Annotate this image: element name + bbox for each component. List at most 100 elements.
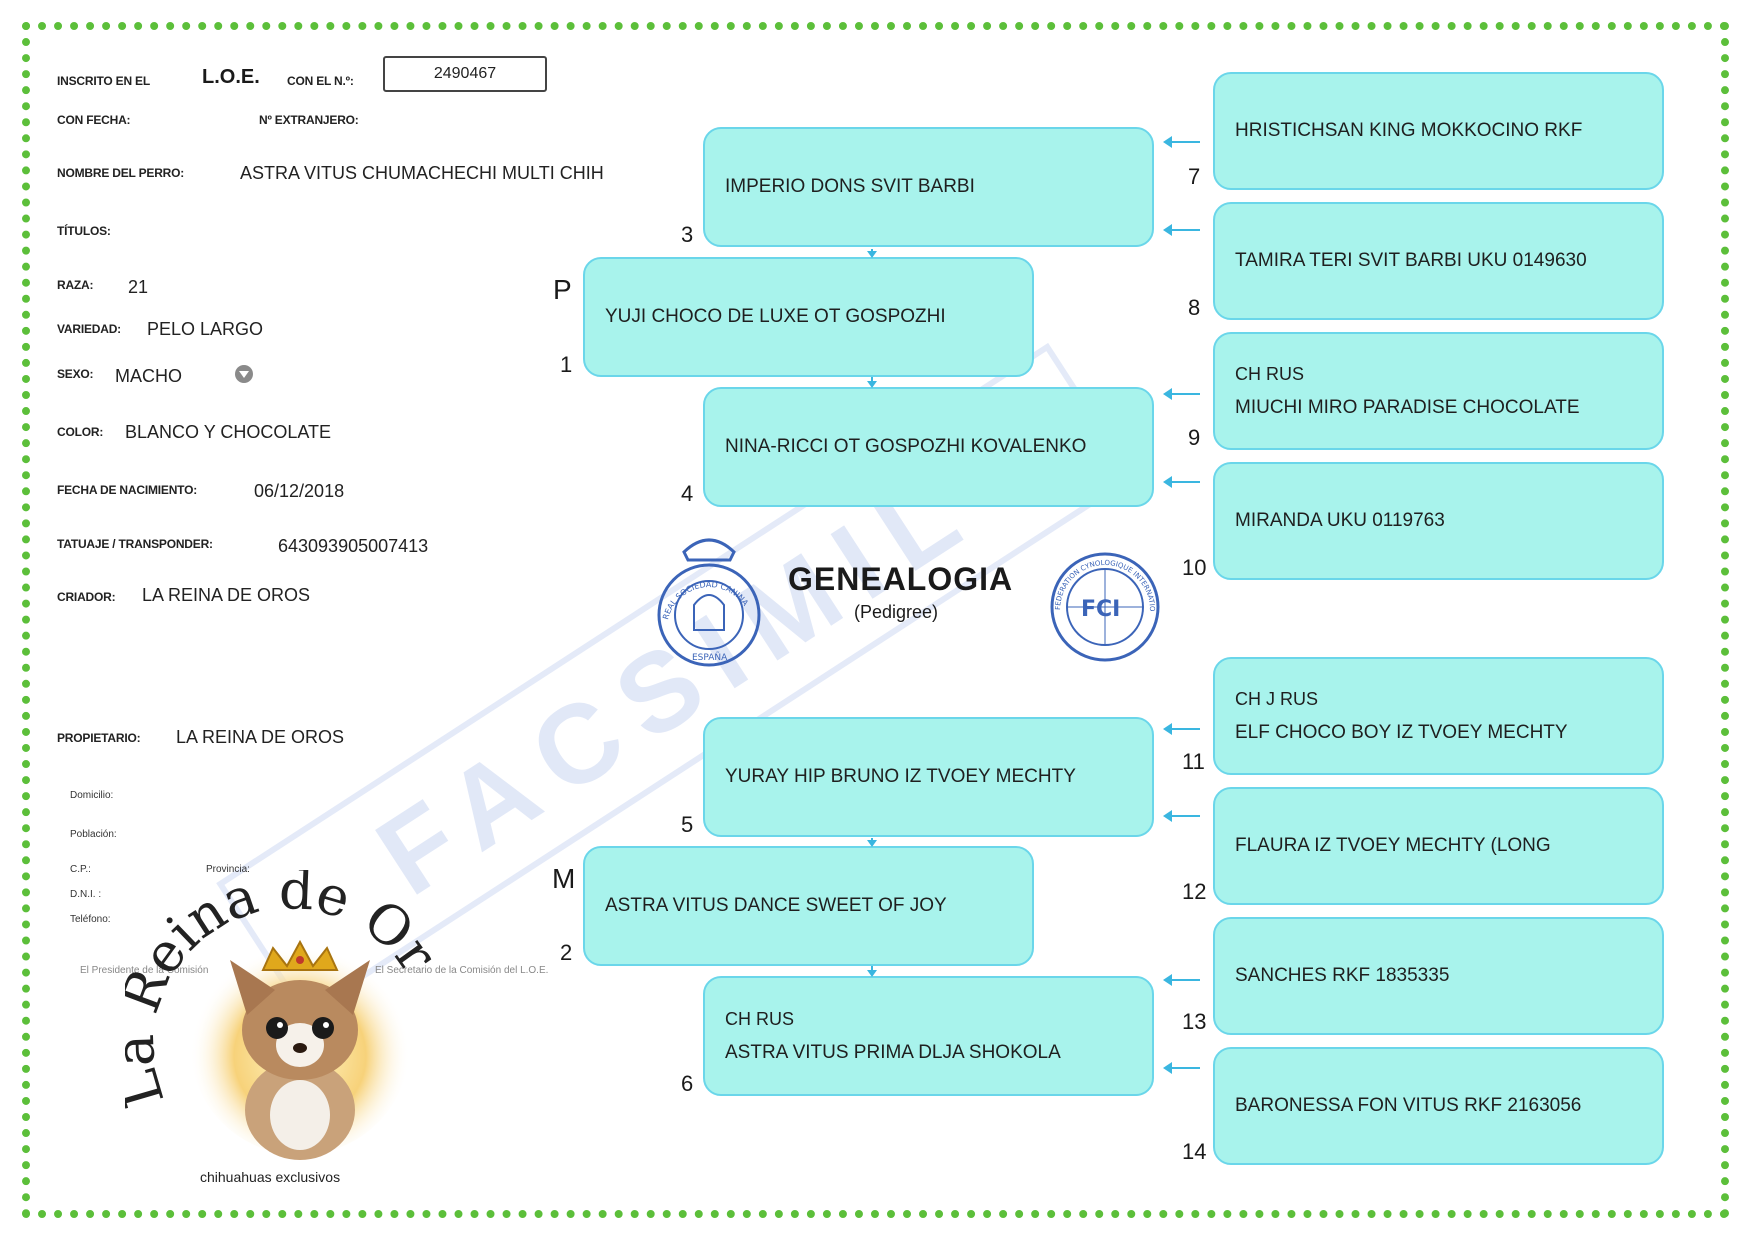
criador-label: CRIADOR: [57,590,116,604]
pedigree-name-9: MIUCHI MIRO PARADISE CHOCOLATE [1235,396,1580,418]
pedigree-name-3: IMPERIO DONS SVIT BARBI [725,176,975,197]
propietario-label: PROPIETARIO: [57,731,141,745]
con-fecha-label: CON FECHA: [57,113,131,127]
connector-5-2 [867,838,877,847]
pedigree-number-10: 10 [1182,555,1207,580]
color-value: BLANCO Y CHOCOLATE [125,422,332,442]
extranjero-label: Nº EXTRANJERO: [259,113,359,127]
pedigree-number-8: 8 [1188,295,1201,320]
dni-label: D.N.I. : [70,889,102,900]
pedigree-box-11: CH J RUS ELF CHOCO BOY IZ TVOEY MECHTY [1213,657,1664,775]
pedigree-name-10: MIRANDA UKU 0119763 [1235,510,1445,531]
con-el-label: CON EL N.º: [287,74,354,88]
genealogia-subtitle: (Pedigree) [854,602,939,622]
titulos-label: TÍTULOS: [57,224,111,238]
pedigree-number-3: 3 [681,222,694,247]
criador-value: LA REINA DE OROS [142,585,311,605]
pedigree-name-14: BARONESSA FON VITUS RKF 2163056 [1235,1095,1582,1116]
pedigree-number-14: 14 [1182,1139,1207,1164]
pedigree-number-4: 4 [681,481,694,506]
connector-3-1 [867,249,877,258]
nacimiento-value: 06/12/2018 [254,481,345,501]
pedigree-name-5: YURAY HIP BRUNO IZ TVOEY MECHTY [725,766,1076,787]
poblacion-label: Población: [70,829,117,840]
pedigree-number-12: 12 [1182,879,1207,904]
raza-label: RAZA: [57,278,94,292]
pedigree-box-6: CH RUS ASTRA VITUS PRIMA DLJA SHOKOLA [703,976,1154,1096]
pedigree-number-9: 9 [1188,425,1201,450]
arrow-7 [1163,136,1200,148]
inscrito-label: INSCRITO EN EL [57,74,150,88]
pedigree-box-5: YURAY HIP BRUNO IZ TVOEY MECHTY [703,717,1154,837]
provincia-label: Provincia: [206,864,250,875]
pedigree-name-7: HRISTICHSAN KING MOKKOCINO RKF [1235,120,1583,141]
pedigree-title-11: CH J RUS [1235,688,1319,709]
pedigree-name-11: ELF CHOCO BOY IZ TVOEY MECHTY [1235,721,1568,743]
registration-number: 2490467 [383,56,547,92]
pedigree-box-13: SANCHES RKF 1835335 [1213,917,1664,1035]
sexo-value: MACHO [115,366,182,386]
secretario-signature-label: El Secretario de la Comisión del L.O.E. [375,965,549,976]
propietario-value: LA REINA DE OROS [176,727,345,747]
rsce-seal: REAL SOCIEDAD CANINA ESPAÑA [654,530,764,670]
pedigree-title-6: CH RUS [725,1008,795,1029]
genealogia-title: GENEALOGIA [788,561,1014,597]
pedigree-number-5: 5 [681,812,694,837]
pedigree-box-2: ASTRA VITUS DANCE SWEET OF JOY [583,846,1034,966]
pedigree-number-13: 13 [1182,1009,1207,1034]
pedigree-number-7: 7 [1188,164,1201,189]
pedigree-name-2: ASTRA VITUS DANCE SWEET OF JOY [605,895,947,916]
book-name: L.O.E. [202,66,260,88]
fci-text: FCI [1081,597,1120,622]
pedigree-number-6: 6 [681,1071,694,1096]
pedigree-name-12: FLAURA IZ TVOEY MECHTY (LONG [1235,835,1551,856]
certificate-border [22,22,1729,1218]
pedigree-box-8: TAMIRA TERI SVIT BARBI UKU 0149630 [1213,202,1664,320]
sire-marker: P [553,274,572,305]
pedigree-name-4: NINA-RICCI OT GOSPOZHI KOVALENKO [725,436,1087,457]
arrow-13 [1163,974,1200,986]
telefono-label: Teléfono: [70,914,111,925]
arrow-8 [1163,224,1200,236]
connector-1-4 [867,377,877,388]
fci-seal: FEDERATION CYNOLOGIQUE INTERNATIONALE FC… [1045,544,1163,665]
arrow-10 [1163,476,1200,488]
pedigree-name-6: ASTRA VITUS PRIMA DLJA SHOKOLA [725,1041,1061,1063]
arrow-11 [1163,723,1200,735]
raza-value: 21 [128,277,149,297]
color-label: COLOR: [57,425,104,439]
pedigree-box-10: MIRANDA UKU 0119763 [1213,462,1664,580]
pedigree-box-9: CH RUS MIUCHI MIRO PARADISE CHOCOLATE [1213,332,1664,450]
arrow-9 [1163,388,1200,400]
pedigree-number-2: 2 [560,940,573,965]
tatuaje-value: 643093905007413 [278,536,429,556]
pedigree-name-8: TAMIRA TERI SVIT BARBI UKU 0149630 [1235,250,1587,271]
rsce-country: ESPAÑA [692,652,728,663]
sexo-label: SEXO: [57,367,94,381]
pedigree-name-13: SANCHES RKF 1835335 [1235,965,1450,986]
sexo-dropdown-icon[interactable] [235,365,253,383]
pedigree-name-1: YUJI CHOCO DE LUXE OT GOSPOZHI [605,306,946,327]
arrow-14 [1163,1062,1200,1074]
domicilio-label: Domicilio: [70,790,114,801]
pedigree-box-14: BARONESSA FON VITUS RKF 2163056 [1213,1047,1664,1165]
variedad-value: PELO LARGO [147,319,264,339]
pedigree-box-12: FLAURA IZ TVOEY MECHTY (LONG [1213,787,1664,905]
pedigree-box-4: NINA-RICCI OT GOSPOZHI KOVALENKO [703,387,1154,507]
dog-name: ASTRA VITUS CHUMACHECHI MULTI CHIH [240,163,604,183]
presidente-signature-label: El Presidente de la Comisión [80,965,209,976]
pedigree-box-1: YUJI CHOCO DE LUXE OT GOSPOZHI [583,257,1034,377]
pedigree-box-3: IMPERIO DONS SVIT BARBI [703,127,1154,247]
pedigree-title-9: CH RUS [1235,363,1305,384]
nacimiento-label: FECHA DE NACIMIENTO: [57,483,198,497]
pedigree-number-1: 1 [560,352,573,377]
arrow-12 [1163,810,1200,822]
pedigree-number-11: 11 [1182,749,1205,774]
tatuaje-label: TATUAJE / TRANSPONDER: [57,537,213,551]
logo-tagline: chihuahuas exclusivos [200,1169,341,1185]
dam-marker: M [552,863,576,894]
pedigree-box-7: HRISTICHSAN KING MOKKOCINO RKF [1213,72,1664,190]
reina-de-oros-logo: La Reina de Oros [103,820,455,1190]
nombre-label: NOMBRE DEL PERRO: [57,166,185,180]
cp-label: C.P.: [70,864,91,875]
